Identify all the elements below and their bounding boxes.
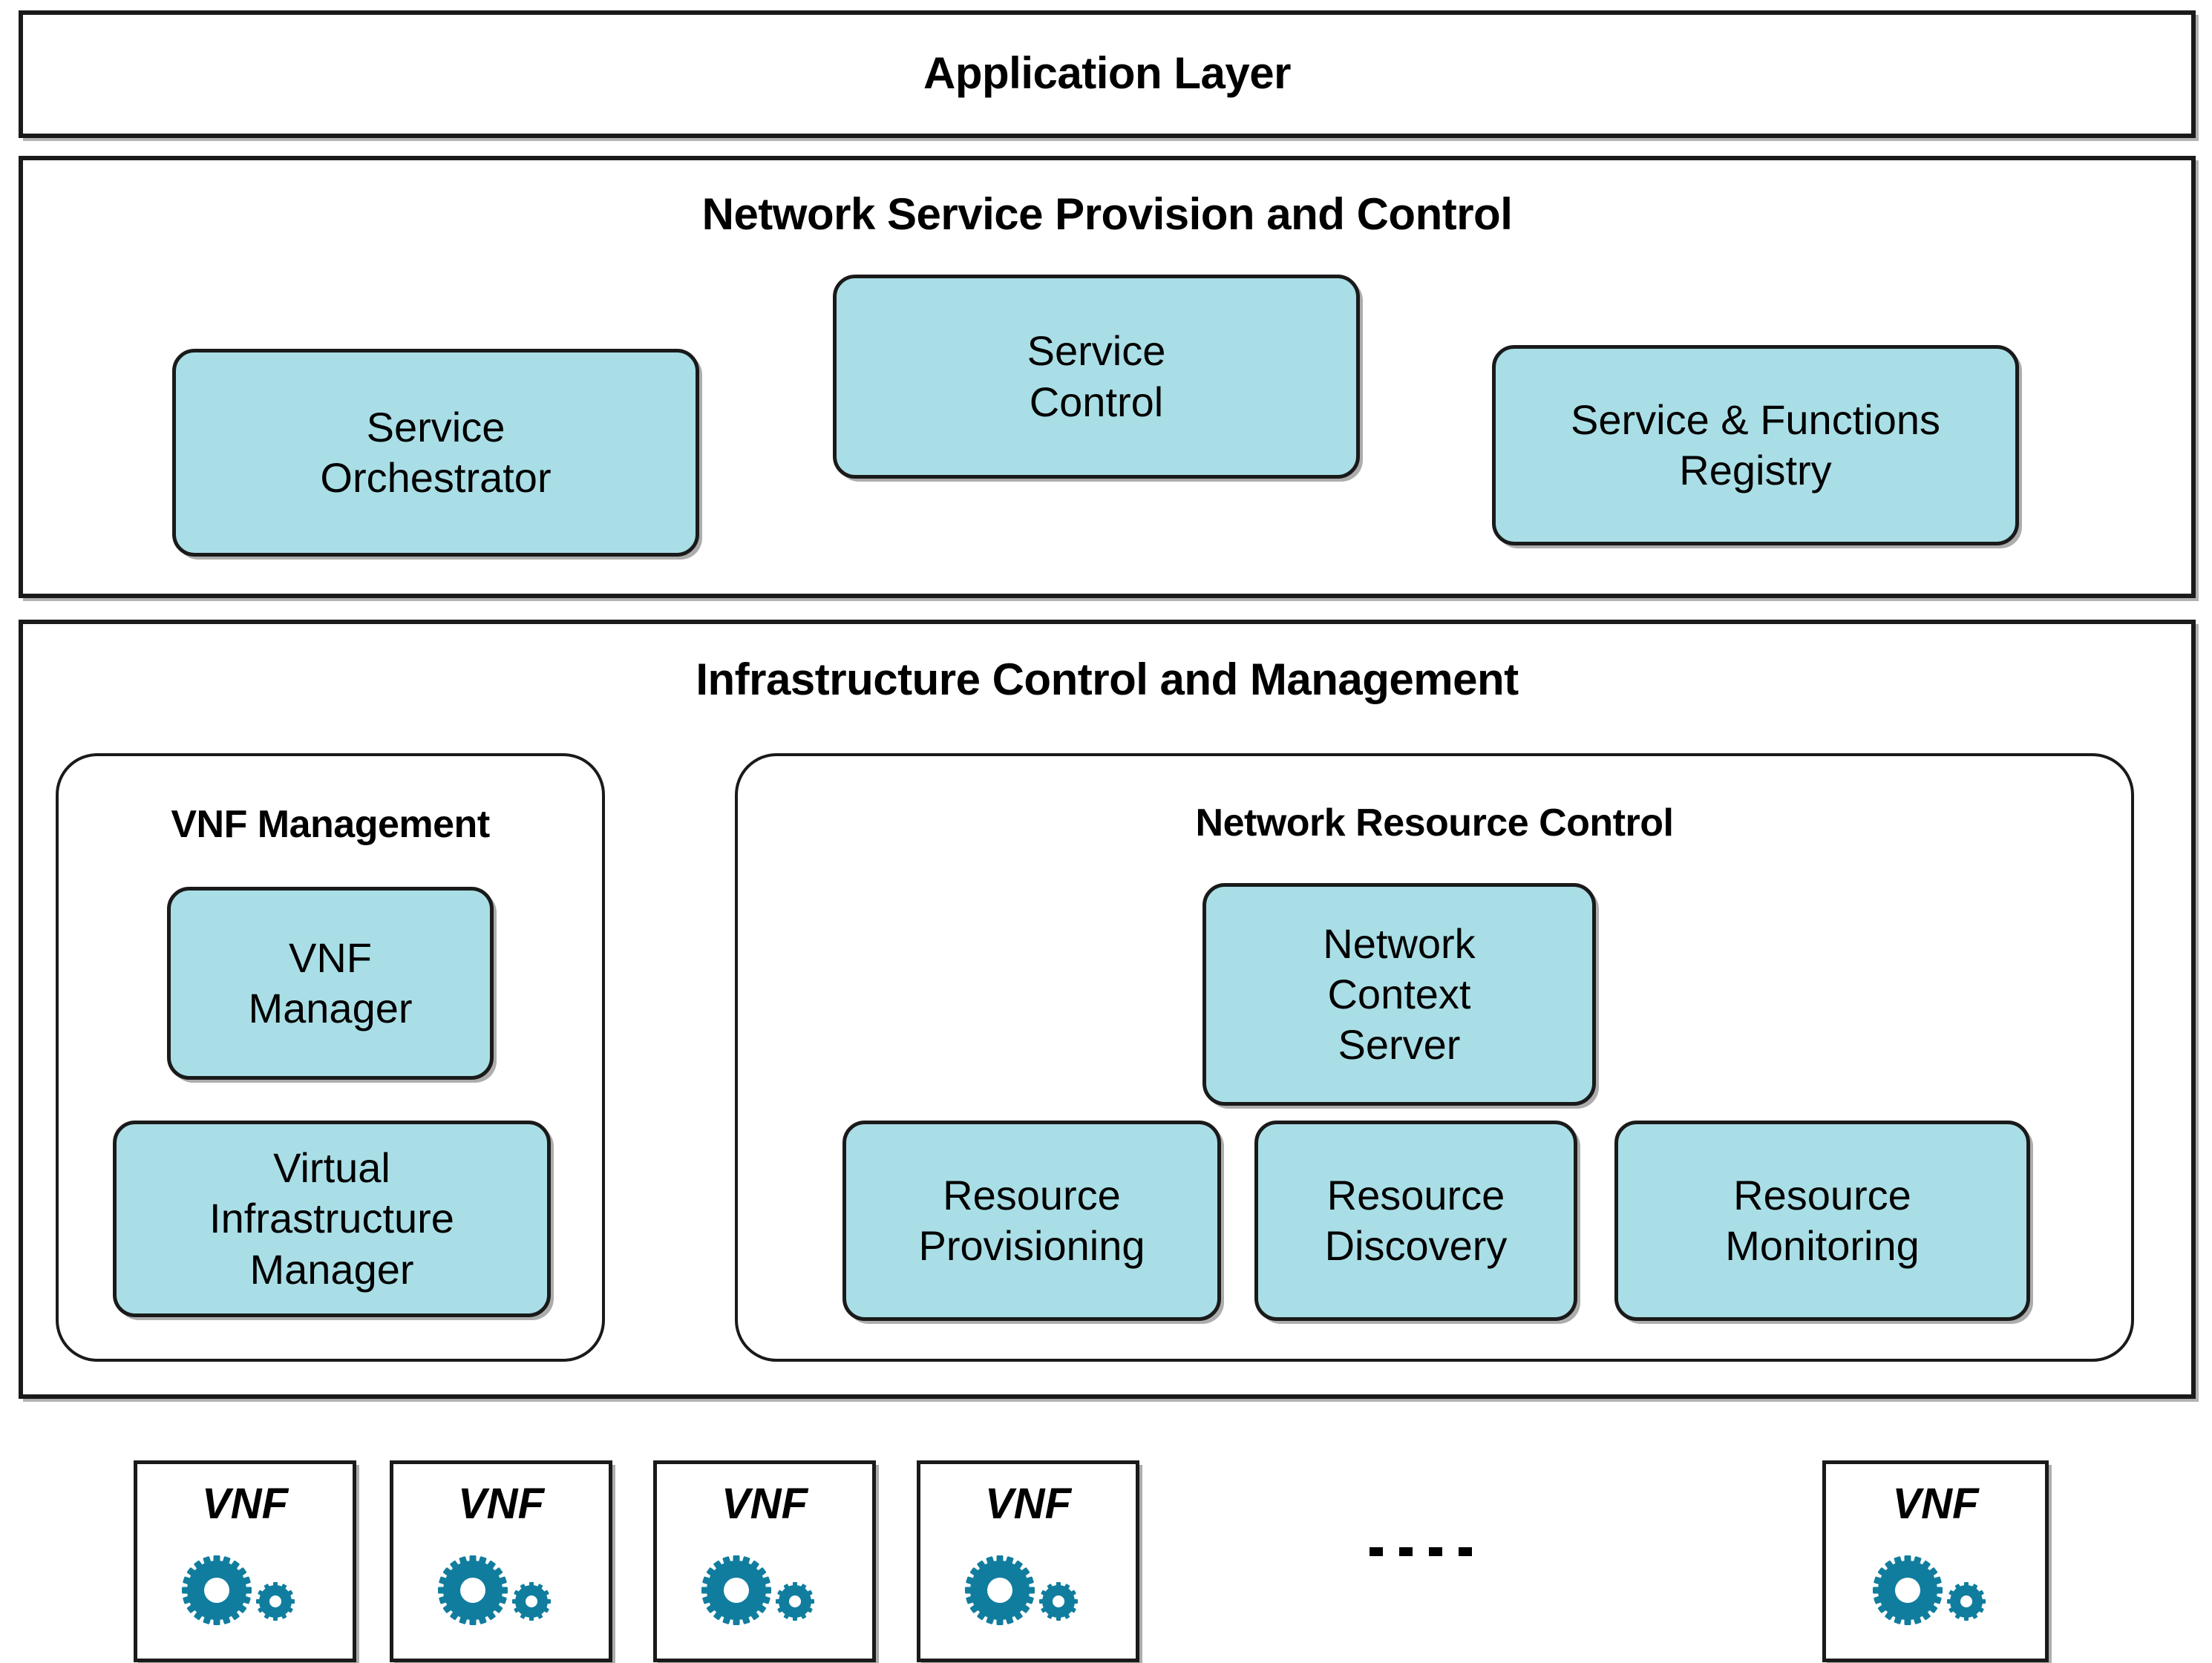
gears-icon — [171, 1543, 319, 1638]
vnf-label: VNF — [721, 1480, 808, 1528]
component-resource-monitoring[interactable]: Resource Monitoring — [1614, 1121, 2030, 1321]
vnf-instance-box[interactable]: VNF — [390, 1460, 612, 1662]
ellipsis-dot — [1459, 1547, 1472, 1556]
vnf-instance-box[interactable]: VNF — [1822, 1460, 2049, 1662]
group-vnf-management-title: VNF Management — [171, 803, 490, 846]
layer-network-service-provision-title: Network Service Provision and Control — [701, 189, 1513, 239]
vnf-label: VNF — [985, 1480, 1071, 1528]
vnf-label: VNF — [1892, 1480, 1979, 1528]
ellipsis-dot — [1399, 1547, 1413, 1556]
component-service-and-functions-registry[interactable]: Service & Functions Registry — [1492, 345, 2019, 545]
component-network-context-server[interactable]: Network Context Server — [1202, 883, 1596, 1106]
gears-icon — [1862, 1543, 2010, 1638]
gears-icon — [954, 1543, 1102, 1638]
layer-infrastructure-control-management-title: Infrastructure Control and Management — [696, 655, 1519, 704]
vnf-label: VNF — [458, 1480, 544, 1528]
gears-icon — [690, 1543, 839, 1638]
vnf-ellipsis — [1370, 1547, 1472, 1556]
group-network-resource-control-title: Network Resource Control — [1195, 801, 1674, 844]
vnf-label: VNF — [202, 1480, 288, 1528]
ellipsis-dot — [1370, 1547, 1383, 1556]
vnf-instance-box[interactable]: VNF — [134, 1460, 356, 1662]
ellipsis-dot — [1429, 1547, 1442, 1556]
layer-application-title: Application Layer — [923, 48, 1291, 98]
vnf-instance-box[interactable]: VNF — [917, 1460, 1139, 1662]
component-resource-provisioning[interactable]: Resource Provisioning — [842, 1121, 1221, 1321]
gears-icon — [427, 1543, 575, 1638]
component-resource-discovery[interactable]: Resource Discovery — [1254, 1121, 1577, 1321]
component-virtual-infrastructure-manager[interactable]: Virtual Infrastructure Manager — [113, 1121, 551, 1317]
vnf-instance-box[interactable]: VNF — [653, 1460, 876, 1662]
layer-application: Application Layer — [19, 10, 2196, 138]
component-vnf-manager[interactable]: VNF Manager — [167, 887, 494, 1080]
component-service-orchestrator[interactable]: Service Orchestrator — [172, 349, 699, 557]
component-service-control[interactable]: Service Control — [833, 275, 1360, 479]
